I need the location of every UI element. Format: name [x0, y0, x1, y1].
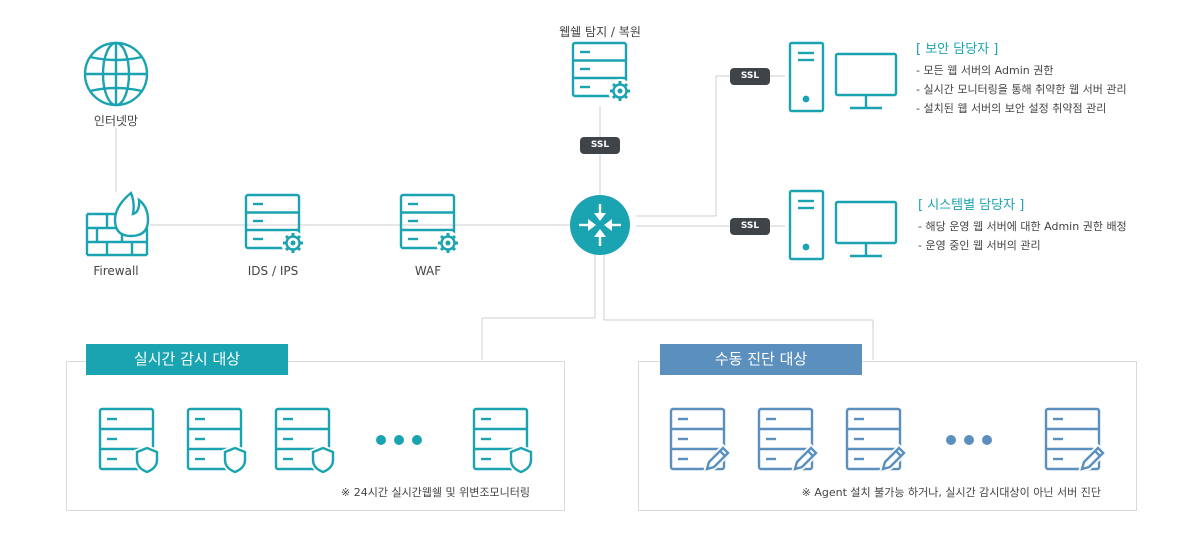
ellipsis-icon [946, 435, 992, 445]
system-admin-list: - 해당 운영 웹 서버에 대한 Admin 권한 배정 - 운영 중인 웹 서… [918, 217, 1127, 255]
system-admin-title: [ 시스템별 담당자 ] [918, 198, 1025, 213]
realtime-server-icon-1 [100, 409, 157, 472]
realtime-panel [66, 361, 565, 511]
internet-label: 인터넷망 [93, 114, 139, 128]
ids-label: IDS / IPS [247, 264, 299, 278]
web-detect-label: 웹쉘 탐지 / 복원 [559, 25, 641, 39]
manual-title: 수동 진단 대상 [660, 344, 862, 375]
manual-server-icon-2 [759, 409, 816, 469]
firewall-icon [85, 191, 150, 257]
router-icon [570, 195, 630, 255]
realtime-note: ※ 24시간 실시간웹쉘 및 위변조모니터링 [341, 486, 530, 499]
list-item: - 해당 운영 웹 서버에 대한 Admin 권한 배정 [918, 220, 1127, 233]
realtime-title: 실시간 감시 대상 [86, 344, 288, 375]
web-detect-server-icon [571, 41, 633, 104]
realtime-server-icon-3 [276, 409, 333, 472]
manual-server-icon-3 [847, 409, 904, 469]
list-item: - 설치된 웹 서버의 보안 설정 취약점 관리 [916, 102, 1107, 115]
waf-label: WAF [414, 264, 442, 278]
realtime-server-icon-4 [474, 409, 531, 472]
firewall-label: Firewall [93, 264, 139, 278]
manual-server-icon-4 [1046, 409, 1103, 469]
manual-panel [638, 361, 1137, 511]
list-item: - 실시간 모니터링을 통해 취약한 웹 서버 관리 [916, 83, 1127, 96]
ellipsis-icon [376, 435, 422, 445]
ssl-badge-system: SSL [730, 218, 770, 235]
ssl-badge-top: SSL [580, 137, 620, 154]
security-admin-pc-icon [788, 41, 898, 113]
security-admin-list: - 모든 웹 서버의 Admin 권한 - 실시간 모니터링을 통해 취약한 웹… [916, 61, 1127, 118]
system-admin-pc-icon [788, 189, 898, 261]
globe-icon [83, 41, 149, 107]
manual-server-icon-1 [671, 409, 728, 469]
security-admin-title: [ 보안 담당자 ] [916, 42, 999, 57]
ssl-badge-security: SSL [730, 68, 770, 85]
manual-note: ※ Agent 설치 불가능 하거나, 실시간 감시대상이 아닌 서버 진단 [801, 486, 1101, 499]
realtime-server-icon-2 [188, 409, 245, 472]
list-item: - 모든 웹 서버의 Admin 권한 [916, 64, 1054, 77]
list-item: - 운영 중인 웹 서버의 관리 [918, 239, 1041, 252]
